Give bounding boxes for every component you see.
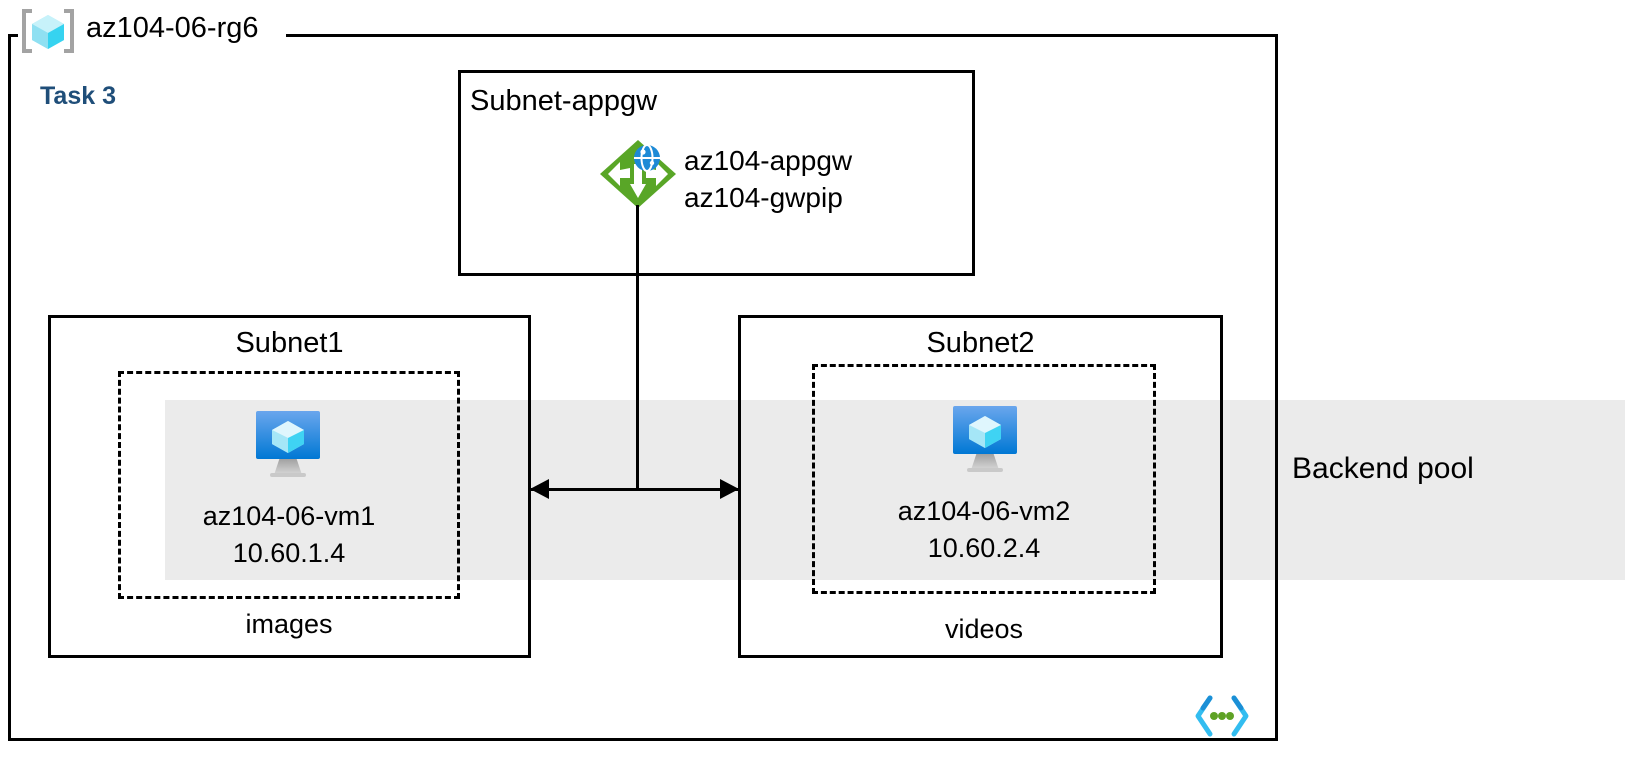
backend-pool-band [165, 400, 1625, 580]
connector-arrow-left-icon [530, 479, 549, 499]
task-label: Task 3 [40, 82, 116, 110]
subnet2-title: Subnet2 [926, 327, 1035, 359]
virtual-machine-icon [250, 405, 326, 479]
subnet1-title: Subnet1 [235, 327, 344, 359]
application-gateway-icon [598, 138, 678, 210]
subnet1-vm-labels: az104-06-vm1 10.60.1.4 [118, 498, 460, 572]
application-gateway-labels: az104-appgw az104-gwpip [684, 142, 852, 216]
gwpip-name: az104-gwpip [684, 182, 843, 213]
subnet-appgw-box [458, 70, 975, 276]
subnet1-caption: images [245, 609, 333, 639]
subnet-connector-line [530, 488, 739, 491]
backend-pool-label: Backend pool [1292, 452, 1474, 485]
resource-group-title-gap [18, 26, 286, 44]
subnet1-box [48, 315, 531, 658]
resource-group-icon [20, 7, 76, 55]
subnet2-vm-labels: az104-06-vm2 10.60.2.4 [812, 493, 1156, 567]
resource-group-frame [8, 34, 1278, 741]
subnet2-caption: videos [944, 614, 1024, 644]
connector-arrow-right-icon [720, 479, 739, 499]
subnet-appgw-title: Subnet-appgw [470, 85, 658, 117]
vm2-name: az104-06-vm2 [897, 496, 1071, 526]
vm1-ip: 10.60.1.4 [232, 538, 346, 568]
virtual-network-icon [1194, 694, 1250, 738]
vm2-ip: 10.60.2.4 [927, 533, 1041, 563]
resource-group-title: az104-06-rg6 [86, 12, 259, 44]
virtual-machine-icon [947, 400, 1023, 474]
subnet1-dashed-group [118, 371, 460, 599]
vm1-name: az104-06-vm1 [202, 501, 376, 531]
appgw-name: az104-appgw [684, 145, 853, 176]
subnet2-dashed-group [812, 364, 1156, 594]
subnet2-box [738, 315, 1223, 658]
appgw-connector-line [636, 205, 639, 491]
